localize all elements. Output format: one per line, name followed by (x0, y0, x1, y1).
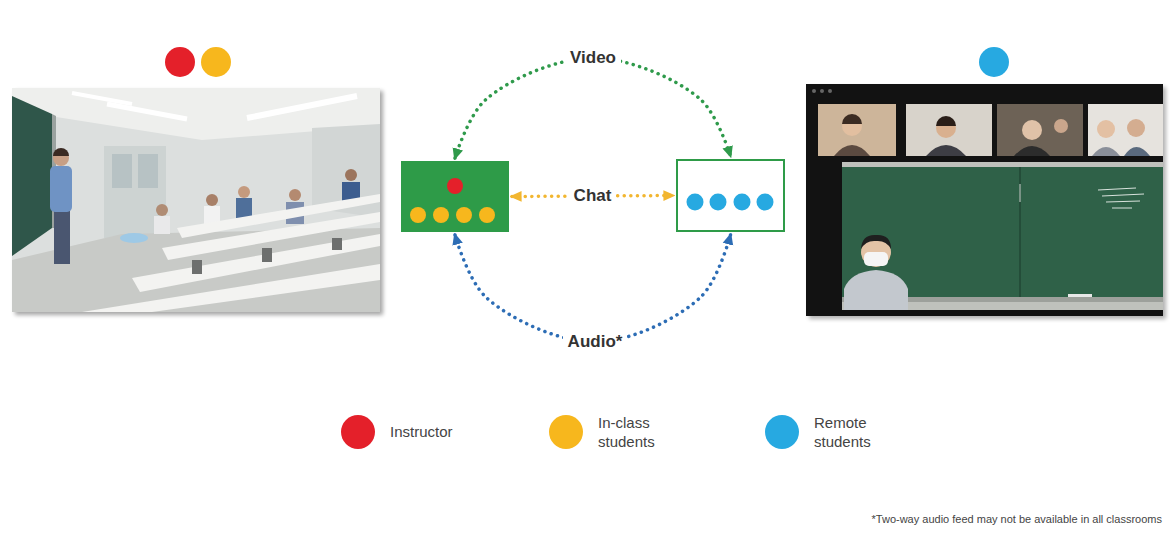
classroom-photo (50, 166, 72, 212)
video-call-screenshot (1019, 167, 1021, 297)
video-call-screenshot (936, 116, 956, 126)
classroom-photo (238, 186, 250, 198)
classroom-photo (107, 104, 187, 119)
instructor-dot (165, 47, 195, 77)
classroom-photo (206, 194, 218, 206)
video-call-screenshot (1124, 147, 1150, 156)
classroom-photo (112, 154, 132, 188)
group-dots (165, 47, 1009, 77)
video-call-screenshot (1097, 120, 1115, 138)
video-call-screenshot (806, 84, 1163, 316)
legend-swatch (765, 415, 799, 449)
remote-box (676, 159, 785, 232)
video-call-screenshot (926, 145, 966, 156)
video-call-screenshot (1102, 194, 1144, 196)
video-call-screenshot (1098, 188, 1136, 190)
classroom-photo (72, 93, 132, 104)
audio-arrow (455, 235, 731, 342)
video-call-screenshot (997, 104, 1083, 156)
legend-swatch (549, 415, 583, 449)
classroom-photo (289, 189, 301, 201)
classroom-photo (262, 248, 272, 262)
video-call-screenshot (1127, 119, 1145, 137)
classroom-photo (138, 154, 158, 188)
edge-label: Chat (569, 186, 617, 206)
video-call-screenshot (1068, 294, 1092, 297)
video-arrow (455, 58, 731, 158)
footnote: *Two-way audio feed may not be available… (872, 513, 1162, 525)
video-call-screenshot (861, 235, 891, 249)
classroom-photo (54, 208, 70, 264)
remote-dot (979, 47, 1009, 77)
classroom-photo (236, 198, 252, 218)
in-class-dot (201, 47, 231, 77)
video-call-screenshot (1106, 201, 1140, 202)
classroom-photo (53, 148, 69, 156)
edge-label: Audio* (563, 332, 628, 352)
video-call-screenshot (842, 114, 862, 124)
video-call-screenshot (820, 89, 824, 93)
classroom-photo (345, 169, 357, 181)
in-class-box (401, 161, 509, 232)
video-call-screenshot (864, 252, 888, 266)
video-call-screenshot (842, 162, 1163, 310)
video-call-screenshot (1088, 104, 1163, 156)
legend-label: Remote students (814, 413, 888, 452)
legend-label: Instructor (390, 422, 453, 442)
legend-swatch (341, 415, 375, 449)
video-call-screenshot (1014, 146, 1050, 156)
classroom-photo (12, 88, 380, 312)
video-call-screenshot (806, 84, 1163, 316)
edge-label: Video (565, 48, 621, 68)
video-call-screenshot (1112, 208, 1132, 209)
photo-shadow (809, 87, 1166, 319)
classroom-photo (12, 96, 52, 256)
video-call-screenshot (1054, 119, 1068, 133)
classroom-photo (154, 216, 170, 234)
classroom-photo (247, 96, 357, 118)
video-call-screenshot (818, 104, 896, 156)
classroom-photo (82, 264, 380, 312)
classroom-photo (332, 238, 342, 250)
classroom-photo (192, 260, 202, 274)
video-call-screenshot (844, 270, 908, 310)
legend-label: In-class students (598, 413, 670, 452)
video-call-screenshot (1092, 147, 1120, 156)
video-call-screenshot (1020, 184, 1021, 202)
classroom-photo (12, 88, 380, 312)
video-call-screenshot (1022, 120, 1042, 140)
video-call-screenshot (828, 89, 832, 93)
video-call-screenshot (812, 89, 816, 93)
classroom-photo (120, 233, 148, 243)
video-call-screenshot (834, 145, 870, 156)
video-call-screenshot (906, 104, 992, 156)
classroom-photo (156, 204, 168, 216)
